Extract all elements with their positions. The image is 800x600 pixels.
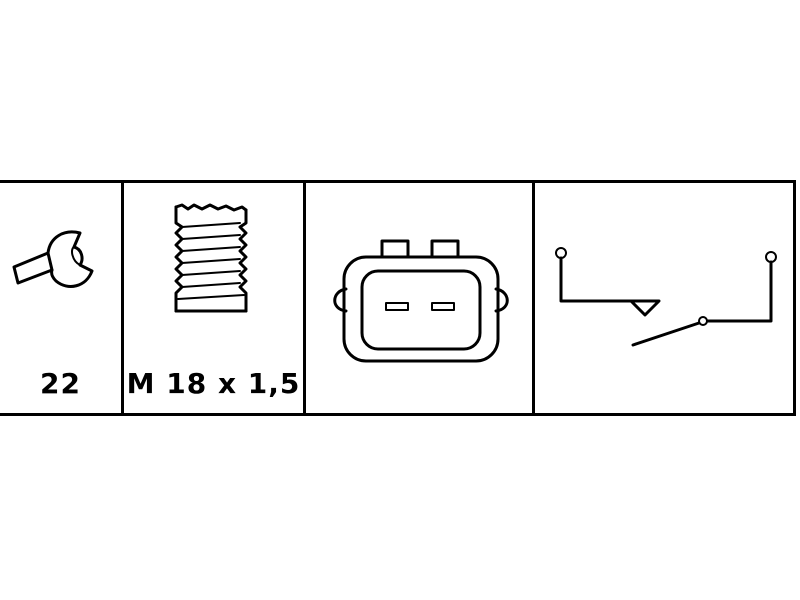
threaded-bolt-icon bbox=[174, 203, 248, 313]
column-divider bbox=[303, 183, 306, 413]
cell-connector bbox=[306, 183, 532, 413]
column-divider bbox=[532, 183, 535, 413]
cell-wrench-size: 22 bbox=[0, 183, 121, 413]
column-divider bbox=[121, 183, 124, 413]
spec-table: 22 M 18 x 1,5 bbox=[0, 180, 796, 416]
wrench-icon bbox=[12, 230, 94, 288]
cell-thread-size: M 18 x 1,5 bbox=[124, 183, 303, 413]
cell-switch-symbol bbox=[535, 183, 793, 413]
normally-open-switch-symbol bbox=[555, 247, 777, 347]
thread-size-label: M 18 x 1,5 bbox=[126, 367, 301, 400]
wrench-size-label: 22 bbox=[40, 367, 81, 400]
two-pin-connector-icon bbox=[333, 239, 509, 363]
